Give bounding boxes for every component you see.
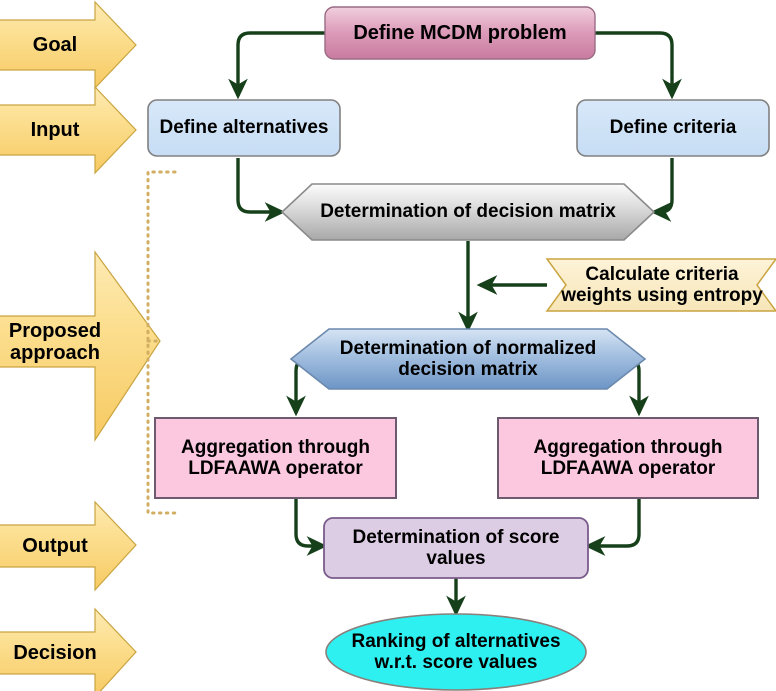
- connector-mcdm-to-alternatives: [228, 31, 325, 100]
- stage-arrow-decision: [0, 607, 137, 691]
- connector-mcdm-to-criteria: [595, 31, 682, 100]
- stage-arrow-input: [0, 85, 137, 175]
- connector-agg-right-to-score: [584, 498, 641, 556]
- node-criteria-weights-entropy[interactable]: [545, 258, 776, 312]
- stage-arrow-label-input: Input: [30, 119, 80, 141]
- stage-arrow-label-goal: Goal: [32, 34, 78, 56]
- stage-arrow-proposed-approach: [0, 250, 161, 443]
- node-define-criteria[interactable]: [576, 99, 770, 157]
- node-ranking-alternatives[interactable]: [325, 613, 587, 691]
- node-aggregation-right[interactable]: [497, 417, 759, 499]
- stage-arrow-label-output: Output: [22, 535, 88, 557]
- connector-agg-left-to-score: [294, 498, 328, 556]
- stage-arrow-goal: [0, 0, 137, 90]
- stage-arrow-label-decision: Decision: [13, 642, 97, 664]
- proposed-approach-bracket: [146, 170, 177, 515]
- stage-arrow-label-proposed-approach: Proposed approach: [8, 320, 102, 364]
- node-score-values[interactable]: [323, 517, 589, 579]
- connector-alternatives-to-matrix: [236, 158, 286, 222]
- connector-criteria-to-matrix: [650, 158, 674, 222]
- node-normalized-decision-matrix[interactable]: [289, 328, 647, 390]
- node-decision-matrix[interactable]: [280, 183, 656, 241]
- node-define-alternatives[interactable]: [147, 99, 341, 157]
- node-aggregation-left[interactable]: [154, 417, 397, 499]
- stage-arrow-output: [0, 500, 137, 592]
- node-define-mcdm-problem[interactable]: [324, 6, 596, 60]
